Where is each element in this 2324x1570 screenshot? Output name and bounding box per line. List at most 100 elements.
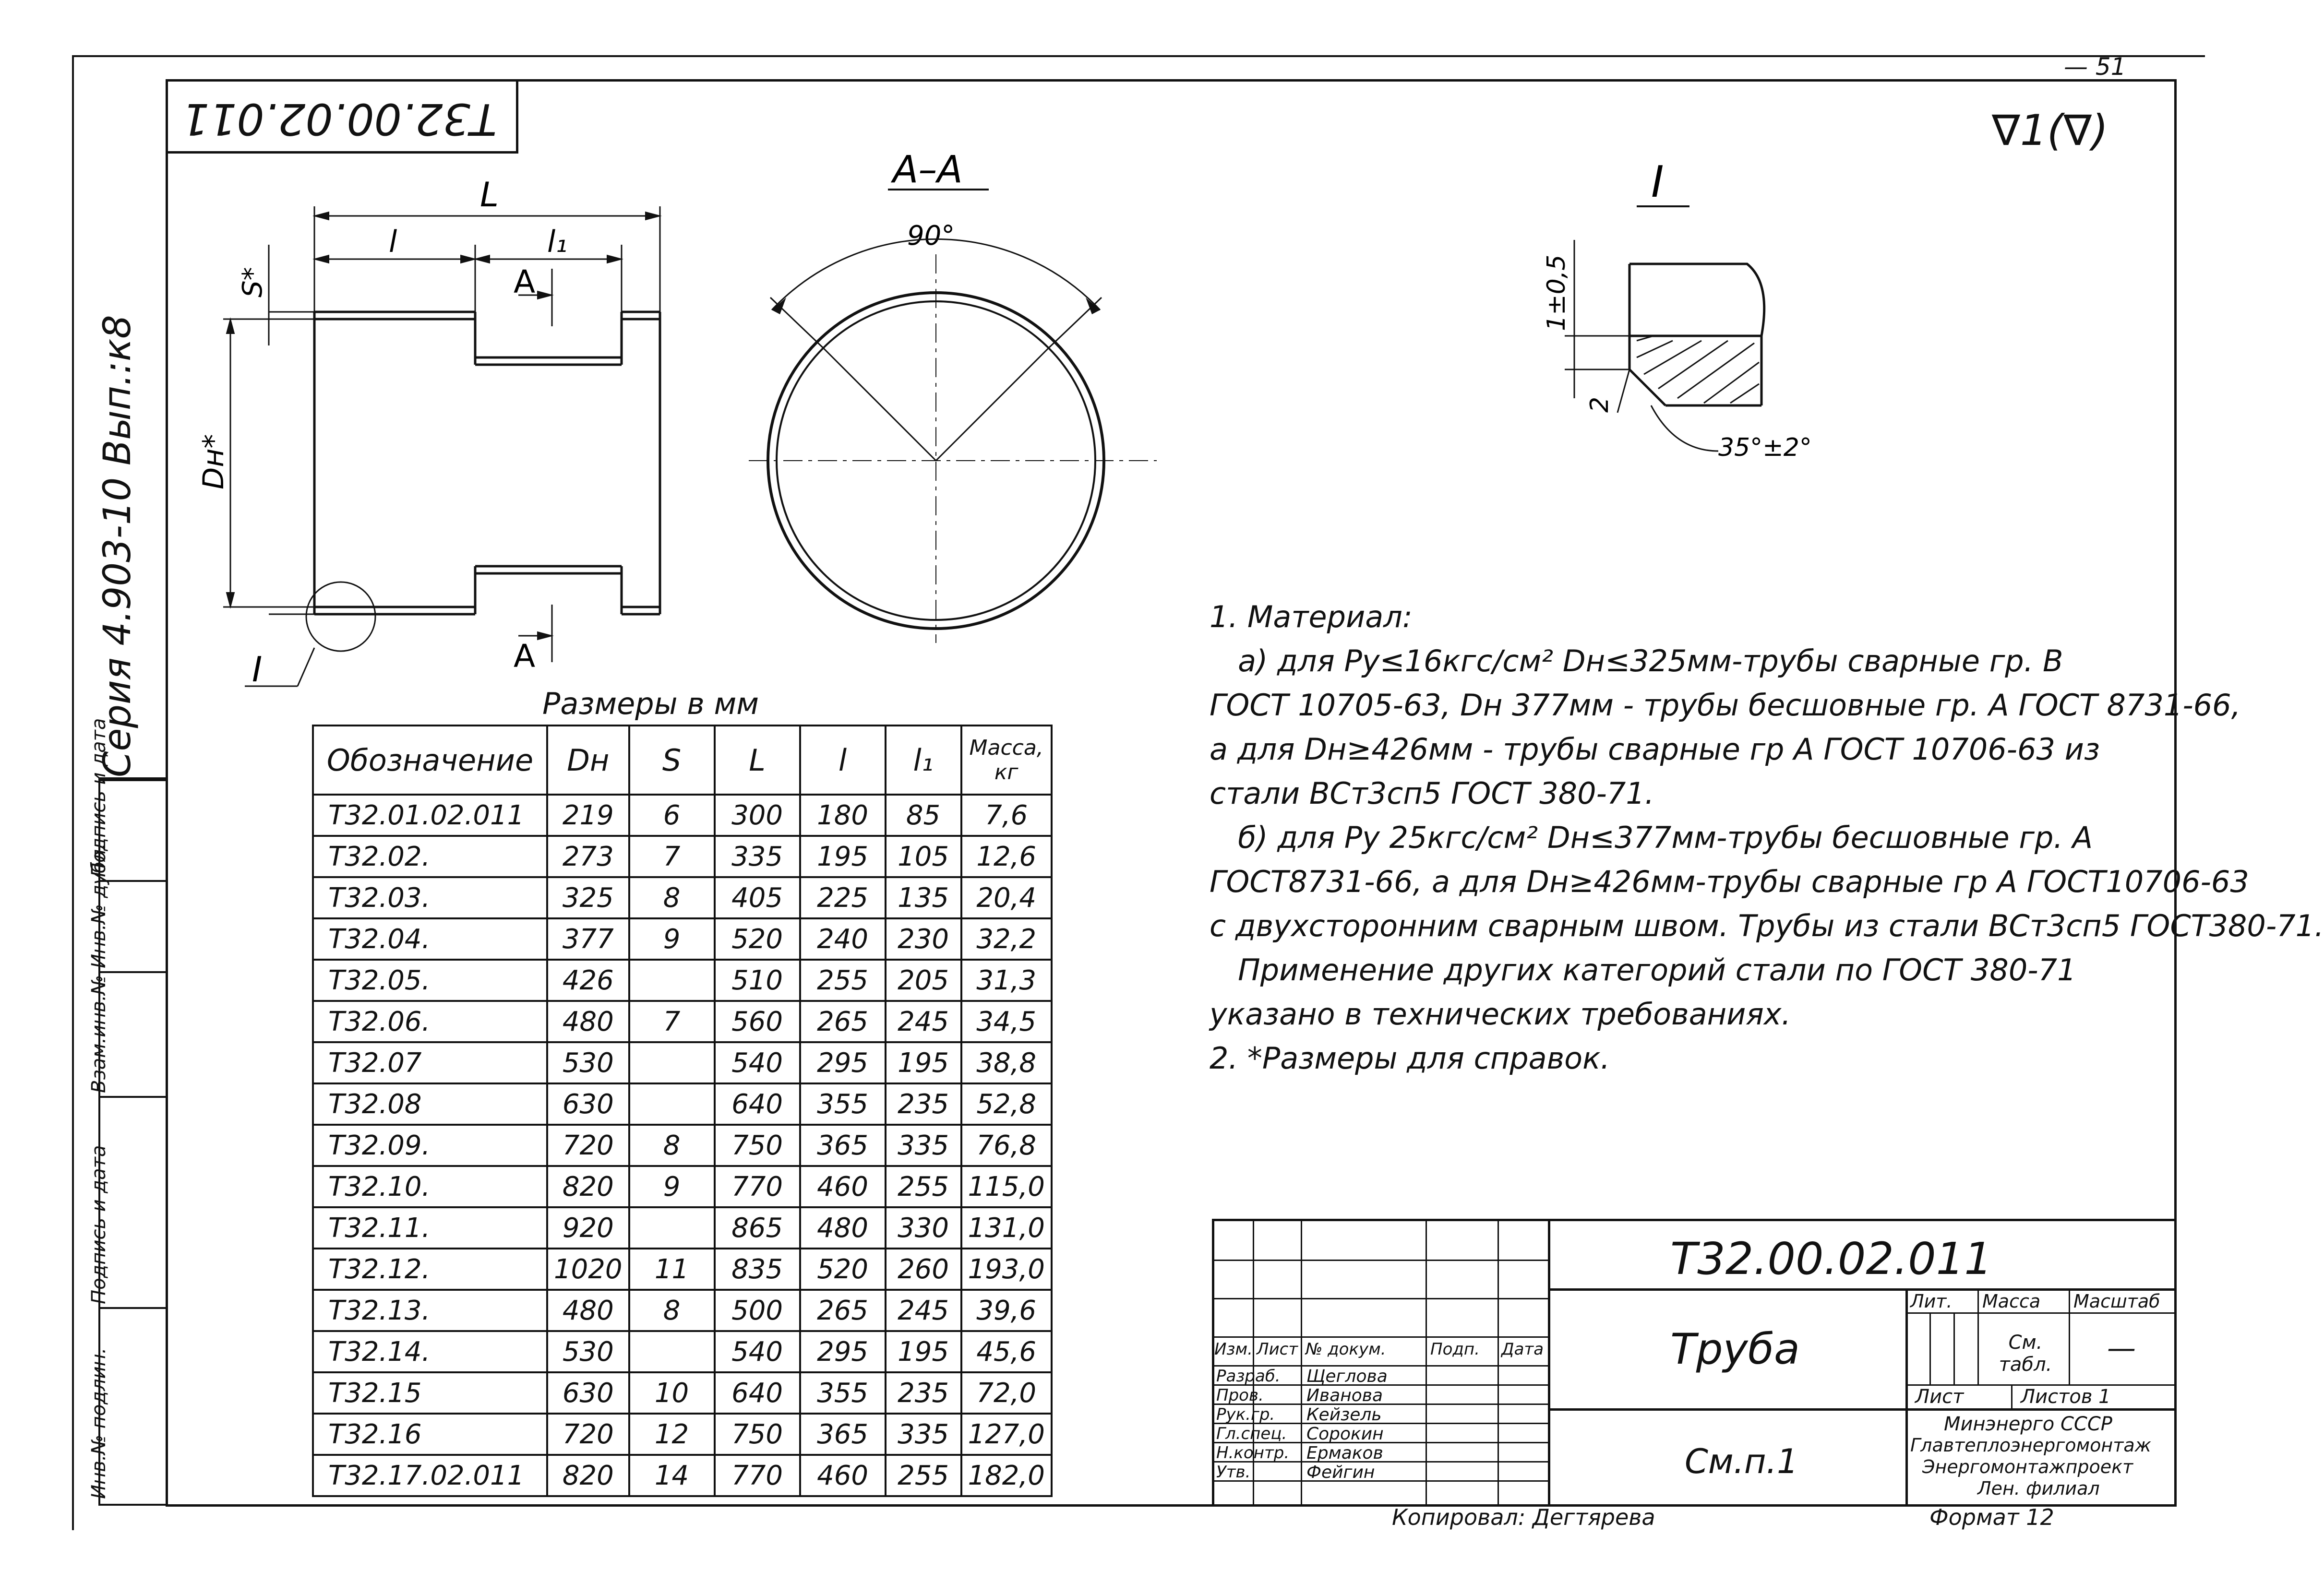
section-view: А–А 90°	[749, 148, 1157, 643]
note-line: ГОСТ8731-66, а для Dн≥426мм-трубы сварны…	[1210, 864, 2249, 899]
table-cell: 640	[713, 1371, 801, 1415]
table-cell: Т32.03.	[312, 876, 548, 919]
table-cell: 377	[546, 917, 630, 961]
table-header-row: Обозначение Dн S L l l₁ Масса, кг	[312, 725, 1053, 796]
table-cell: Т32.09.	[312, 1124, 548, 1167]
table-cell: 720	[546, 1124, 630, 1167]
table-cell: 39,6	[960, 1289, 1053, 1332]
table-cell: 530	[546, 1041, 630, 1084]
table-cell: 560	[713, 1000, 801, 1043]
table-cell: 273	[546, 835, 630, 878]
table-cell: 245	[884, 1000, 962, 1043]
table-caption: Размеры в мм	[542, 686, 759, 721]
section-mark-top: A	[514, 263, 535, 300]
table-cell: 355	[799, 1082, 886, 1126]
table-cell: 7	[628, 835, 716, 878]
tb-name: Кейзель	[1306, 1405, 1382, 1425]
note-line: а) для Ру≤16кгс/см² Dн≤325мм-трубы сварн…	[1210, 643, 2063, 678]
tb-sheets: Листов 1	[2021, 1386, 2111, 1408]
table-cell: 480	[799, 1206, 886, 1249]
dim-S-label: S*	[237, 267, 268, 297]
table-cell: 426	[546, 959, 630, 1002]
table-cell: Т32.14.	[312, 1330, 548, 1373]
table-cell: 105	[884, 835, 962, 878]
note-line: указано в технических требованиях.	[1210, 997, 1791, 1032]
note-line: ГОСТ 10705-63, Dн 377мм - трубы бесшовны…	[1210, 688, 2241, 723]
side-cell: Инв.№ подлин.	[88, 1307, 168, 1504]
tb-col-date: Дата	[1501, 1340, 1544, 1359]
col-L: L	[713, 725, 801, 796]
dim-L-label: L	[480, 175, 499, 214]
tb-role: Разраб.	[1216, 1367, 1281, 1386]
tb-role: Гл.спец.	[1216, 1424, 1287, 1443]
tb-scale-value: —	[2107, 1332, 2136, 1365]
table-cell: 255	[884, 1165, 962, 1208]
detail-mark: I	[252, 649, 262, 690]
table-cell	[628, 1041, 716, 1084]
drawing-frame	[166, 79, 2177, 1507]
section-angle-label: 90°	[907, 220, 955, 251]
table-cell: Т32.15	[312, 1371, 548, 1415]
tb-sheet: Лист	[1915, 1386, 1964, 1408]
note-line: б) для Ру 25кгс/см² Dн≤377мм-трубы бесшо…	[1210, 820, 2093, 855]
col-l1: l₁	[884, 725, 962, 796]
table-cell: 11	[628, 1248, 716, 1291]
table-cell: 720	[546, 1413, 630, 1456]
tb-name: Сорокин	[1306, 1424, 1384, 1444]
table-cell: 31,3	[960, 959, 1053, 1002]
side-cell: Инв.№ дубл.	[88, 843, 168, 973]
tb-mass-value: См. табл.	[1999, 1332, 2052, 1376]
table-cell: 520	[799, 1248, 886, 1291]
table-cell: 14	[628, 1454, 716, 1497]
table-cell: 335	[713, 835, 801, 878]
table-cell: 405	[713, 876, 801, 919]
tb-lit-label: Лит.	[1910, 1291, 1953, 1312]
table-cell: Т32.04.	[312, 917, 548, 961]
table-cell: 7	[628, 1000, 716, 1043]
table-cell: 520	[713, 917, 801, 961]
table-cell: 295	[799, 1330, 886, 1373]
tb-scale-label: Масштаб	[2073, 1291, 2160, 1312]
table-cell: 750	[713, 1124, 801, 1167]
table-cell: 300	[713, 794, 801, 837]
tb-role: Утв.	[1216, 1463, 1251, 1482]
table-cell: 205	[884, 959, 962, 1002]
technical-notes: 1. Материал: а) для Ру≤16кгс/см² Dн≤325м…	[1210, 595, 2324, 1081]
table-cell: 195	[799, 835, 886, 878]
col-mass: Масса, кг	[960, 725, 1053, 796]
detail-angle: 35°±2°	[1718, 433, 1812, 462]
table-cell: 115,0	[960, 1165, 1053, 1208]
table-cell: 335	[884, 1413, 962, 1456]
table-cell: 193,0	[960, 1248, 1053, 1291]
table-cell: 219	[546, 794, 630, 837]
table-cell: 540	[713, 1330, 801, 1373]
table-cell: 630	[546, 1371, 630, 1415]
table-cell: 8	[628, 876, 716, 919]
tb-org-line: Энергомонтажпроект	[1922, 1456, 2133, 1477]
table-cell: Т32.06.	[312, 1000, 548, 1043]
tb-role: Рук.гр.	[1216, 1405, 1275, 1424]
table-cell: 12,6	[960, 835, 1053, 878]
side-cell: Взам.инв.№	[88, 971, 168, 1098]
table-cell: 9	[628, 917, 716, 961]
table-cell: 295	[799, 1041, 886, 1084]
tb-col-izm: Изм.	[1214, 1340, 1253, 1359]
format-label: Формат 12	[1929, 1504, 2054, 1530]
table-cell: 20,4	[960, 876, 1053, 919]
table-cell: 770	[713, 1165, 801, 1208]
detail-view: I 1±0,5 2 35°±2°	[1542, 157, 1812, 462]
table-cell: 10	[628, 1371, 716, 1415]
detail-dim-1: 1±0,5	[1542, 255, 1571, 331]
col-designation: Обозначение	[312, 725, 548, 796]
table-cell: Т32.02.	[312, 835, 548, 878]
table-cell: 510	[713, 959, 801, 1002]
table-cell: 182,0	[960, 1454, 1053, 1497]
table-cell	[628, 1082, 716, 1126]
tb-name: Иванова	[1306, 1386, 1383, 1405]
